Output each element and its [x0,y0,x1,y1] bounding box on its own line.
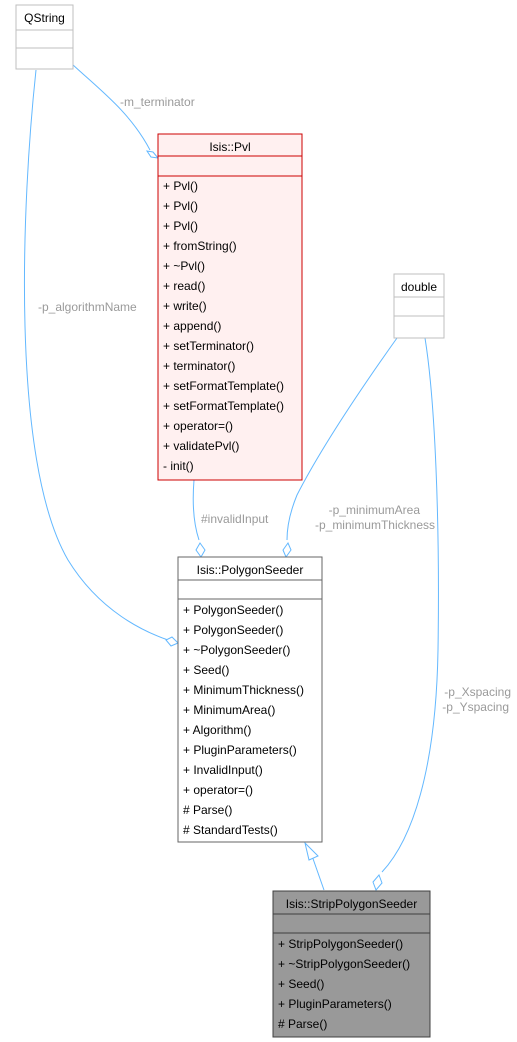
member: + PolygonSeeder() [183,603,283,617]
edge-label-m-terminator: -m_terminator [120,95,195,109]
member: + StripPolygonSeeder() [278,937,403,951]
member: + Pvl() [163,179,198,193]
member: # StandardTests() [183,823,278,837]
member: + InvalidInput() [183,763,263,777]
member: + append() [163,319,221,333]
edge-invalid-input [192,479,200,541]
edge-label-p-minimum-thickness: -p_minimumThickness [315,518,435,532]
member: # Parse() [183,803,232,817]
class-isis-strippolygonseeder[interactable]: Isis::StripPolygonSeeder + StripPolygonS… [272,890,431,1038]
edge-m-terminator [71,63,151,151]
member: + ~PolygonSeeder() [183,643,290,657]
member: + Seed() [183,663,229,677]
member: + setFormatTemplate() [163,399,284,413]
member: + validatePvl() [163,439,239,453]
member: + PolygonSeeder() [183,623,283,637]
member: + setFormatTemplate() [163,379,284,393]
class-title: double [401,280,437,294]
member: + Algorithm() [183,723,251,737]
member: + Pvl() [163,199,198,213]
member: + read() [163,279,205,293]
member: + operator=() [183,783,253,797]
member: + write() [163,299,207,313]
inheritance-arrow [304,841,319,861]
class-title: Isis::Pvl [209,140,250,154]
aggregation-diamond-minimum [282,541,292,559]
member-list: + StripPolygonSeeder() + ~StripPolygonSe… [278,937,410,1031]
member: + MinimumThickness() [183,683,304,697]
aggregation-diamond-pvl [145,150,160,159]
edge-p-minimum [286,337,398,541]
edge-inheritance [310,852,325,891]
edge-label-p-xspacing: -p_Xspacing [444,685,511,699]
member: + Pvl() [163,219,198,233]
edge-label-invalid-input: #invalidInput [201,512,269,526]
member: + operator=() [163,419,233,433]
edge-label-p-yspacing: -p_Yspacing [442,700,509,714]
member: + Seed() [278,977,324,991]
class-isis-pvl[interactable]: Isis::Pvl + Pvl() + Pvl() + Pvl() + from… [157,133,303,481]
aggregation-diamond-invalid-input [195,542,206,558]
class-double[interactable]: double [393,273,445,339]
class-title: Isis::PolygonSeeder [197,563,304,577]
member: - init() [163,459,194,473]
member: + MinimumArea() [183,703,275,717]
member: + fromString() [163,239,237,253]
class-isis-polygonseeder[interactable]: Isis::PolygonSeeder + PolygonSeeder() + … [177,556,323,843]
member: + setTerminator() [163,339,254,353]
class-title: QString [24,11,65,25]
member-list: + PolygonSeeder() + PolygonSeeder() + ~P… [183,603,304,837]
aggregation-diamond-algorithm [165,636,179,647]
edge-p-spacing [381,337,439,873]
class-title: Isis::StripPolygonSeeder [286,897,417,911]
aggregation-diamond-spacing [372,874,383,891]
edge-label-p-algorithm-name: -p_algorithmName [38,300,137,314]
member: # Parse() [278,1017,327,1031]
member: + PluginParameters() [278,997,392,1011]
edge-p-algorithm-name [23,69,169,641]
class-qstring[interactable]: QString [15,4,74,70]
member: + ~StripPolygonSeeder() [278,957,410,971]
edge-label-p-minimum-area: -p_minimumArea [329,503,421,517]
member: + ~Pvl() [163,259,205,273]
member: + terminator() [163,359,235,373]
member: + PluginParameters() [183,743,297,757]
member-list: + Pvl() + Pvl() + Pvl() + fromString() +… [163,179,284,473]
